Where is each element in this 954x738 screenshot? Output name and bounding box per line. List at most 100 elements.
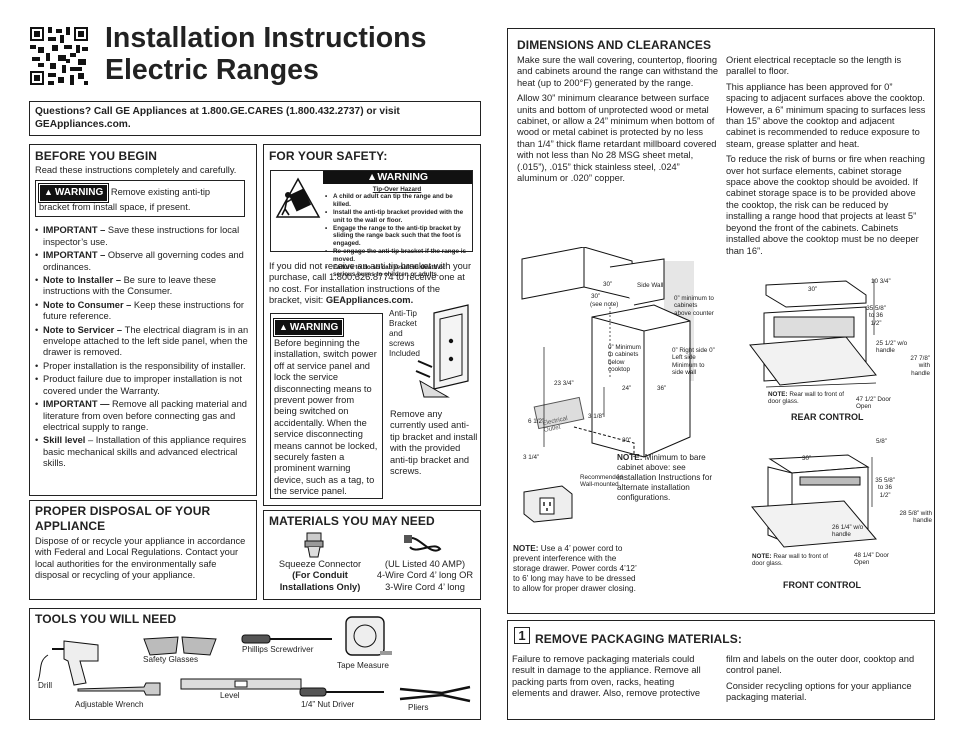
note2-text: Use a 4’ power cord to prevent interfere…	[513, 544, 637, 593]
label-30b: 30”	[591, 293, 601, 300]
dim-note-1: NOTE: Minimum to bare cabinet above: see…	[617, 453, 717, 503]
front-note-text: Rear wall to front of door glass.	[752, 553, 828, 568]
cord-line-2: 4-Wire Cord 4’ long OR	[376, 570, 474, 581]
front-note-lead: NOTE:	[752, 553, 772, 560]
remove-bracket-caption: Remove any currently used anti-tip brack…	[390, 409, 478, 477]
cord-caption: (UL Listed 40 AMP) 4-Wire Cord 4’ long O…	[370, 559, 480, 593]
before-heading: BEFORE YOU BEGIN	[35, 149, 158, 163]
warning-badge: ▲WARNING	[272, 318, 345, 337]
front-control-label: FRONT CONTROL	[783, 580, 861, 590]
disposal-heading: PROPER DISPOSAL OF YOUR APPLIANCE	[35, 504, 211, 533]
drill-label: Drill	[38, 681, 53, 690]
rear-25: 25 1/2” w/o handle	[876, 340, 908, 355]
warning-triangle-icon: ▲	[44, 187, 53, 198]
cord-line-3: 3-Wire Cord 4’ long	[385, 581, 465, 592]
drill-icon	[36, 631, 106, 689]
tape-label: Tape Measure	[337, 661, 389, 670]
packaging-col2: film and labels on the outer door, cookt…	[726, 654, 928, 704]
front-28: 28 5/8” with handle	[899, 510, 932, 525]
disposal-text: Dispose of or recycle your appliance in …	[35, 536, 246, 581]
label-6: 6 1/2”	[528, 418, 545, 425]
before-list-item: Proper installation is the responsibilit…	[35, 361, 251, 373]
power-warning-label: WARNING	[289, 322, 339, 333]
front-26: 26 1/4” w/o handle	[832, 524, 864, 539]
bracket-link[interactable]: GEAppliances.com.	[325, 295, 414, 306]
label-zero-below: 0” Minimum to cabinets below cooktop	[608, 344, 641, 374]
dimensions-panel: DIMENSIONS AND CLEARANCES Make sure the …	[507, 28, 935, 614]
label-side-wall: Side Wall	[637, 282, 664, 289]
questions-line-2[interactable]: GEAppliances.com.	[35, 119, 131, 130]
before-list-item: IMPORTANT – Observe all governing codes …	[35, 250, 251, 273]
dim-col1-p2: Allow 30” minimum clearance between surf…	[517, 93, 717, 184]
qr-code	[30, 27, 88, 85]
cabinet-clearance-diagram	[514, 246, 744, 509]
before-list-item: Product failure due to improper installa…	[35, 374, 251, 397]
title-line-2: Electric Ranges	[105, 54, 319, 86]
before-list-item: IMPORTANT – Save these instructions for …	[35, 225, 251, 248]
before-list-item: Note to Servicer – The electrical diagra…	[35, 325, 251, 359]
front-48: 48 1/4” Door Open	[854, 552, 890, 567]
hazard-item: Engage the range to the anti-tip bracket…	[325, 225, 469, 247]
warning-text-b: bracket from install space, if present.	[39, 201, 191, 212]
before-item-lead: IMPORTANT –	[43, 250, 108, 261]
questions-line-1: Questions? Call GE Appliances at 1.800.G…	[35, 106, 400, 117]
power-warning-box: ▲WARNING Before beginning the installati…	[270, 313, 383, 499]
anti-tip-caption: Anti-Tip Bracket and screws Included	[389, 309, 420, 358]
packaging-col1: Failure to remove packaging materials co…	[512, 654, 701, 699]
tip-over-warning-box: ▲WARNING Tip-Over Hazard A child or adul…	[270, 170, 473, 278]
note2-lead: NOTE:	[513, 544, 539, 553]
label-zero-right: 0” Right side 0” Left side Minimum to si…	[672, 347, 715, 377]
before-list-item: IMPORTANT — Remove all packing material …	[35, 399, 251, 433]
pack-col2-p1: film and labels on the outer door, cookt…	[726, 654, 915, 676]
before-item-lead: IMPORTANT –	[43, 225, 108, 236]
before-item-text: Keep these instructions for future refer…	[43, 299, 244, 322]
rear-control-range-diagram	[746, 275, 896, 395]
warning-triangle-icon: ▲	[366, 171, 378, 183]
tape-measure-icon	[342, 613, 392, 661]
power-cord-icon	[404, 531, 444, 559]
squeeze-connector-icon	[300, 531, 328, 559]
rear-30: 30”	[808, 286, 818, 293]
questions-box: Questions? Call GE Appliances at 1.800.G…	[29, 101, 481, 136]
title-line-1: Installation Instructions	[105, 22, 427, 54]
hazard-title: Tip-Over Hazard	[372, 186, 422, 193]
dimensions-col1: Make sure the wall covering, countertop,…	[517, 55, 719, 184]
pliers-label: Pliers	[408, 703, 429, 712]
label-3-8: 3 1/8”	[588, 413, 605, 420]
before-item-text: Be sure to leave these instructions with…	[43, 275, 217, 297]
packaging-heading: REMOVE PACKAGING MATERIALS:	[535, 632, 742, 646]
safety-heading: FOR YOUR SAFETY:	[269, 149, 388, 163]
bracket-text: If you did not receive an anti-tip brack…	[269, 261, 472, 306]
adjustable-wrench-icon	[74, 679, 164, 699]
disposal-panel: PROPER DISPOSAL OF YOUR APPLIANCE Dispos…	[29, 500, 257, 600]
wrench-label: Adjustable Wrench	[75, 700, 144, 709]
remove-bracket-warning: ▲WARNING Remove existing anti-tip bracke…	[35, 180, 245, 218]
before-item-lead: Skill level	[43, 435, 86, 446]
wall-receptacle-image	[522, 484, 574, 524]
bracket-info: If you did not receive an anti-tip brack…	[269, 261, 475, 307]
dim-note-2: NOTE: Use a 4’ power cord to prevent int…	[513, 544, 637, 594]
screwdriver-label: Phillips Screwdriver	[242, 645, 314, 654]
label-3-4: 3 1/4”	[523, 454, 540, 461]
safety-panel: FOR YOUR SAFETY: ▲WARNING Tip-Over Hazar…	[263, 144, 481, 506]
tip-over-hazard-icon	[275, 177, 321, 218]
nut-driver-icon	[298, 685, 388, 699]
hazard-item: Failure to do so can result in death or …	[325, 264, 469, 279]
before-intro: Read these instructions completely and c…	[35, 165, 237, 175]
safety-glasses-icon	[140, 631, 220, 659]
before-item-text: Save these instructions for local inspec…	[43, 225, 240, 247]
hazard-item: Re-engage the anti-tip bracket if the ra…	[325, 248, 469, 263]
label-zero-counter: 0” minimum to cabinets above counter	[674, 295, 714, 317]
safety-warning-label: WARNING	[377, 171, 429, 183]
before-list-item: Note to Consumer – Keep these instructio…	[35, 300, 251, 323]
hazard-item: Install the anti-tip bracket provided wi…	[325, 209, 469, 224]
before-item-text: – Installation of this appliance require…	[43, 435, 247, 469]
tools-panel: TOOLS YOU WILL NEED Drill Safety Glasses…	[29, 608, 481, 720]
anti-tip-bracket-image	[414, 301, 474, 401]
note1-text: Minimum to bare cabinet above: see Insta…	[617, 453, 713, 502]
squeeze-line-2: (For Conduit	[292, 570, 348, 581]
label-23: 23 3/4”	[554, 380, 574, 387]
before-item-lead: Note to Consumer –	[43, 299, 134, 310]
before-item-text: Observe all governing codes and ordinanc…	[43, 250, 244, 272]
warning-triangle-icon: ▲	[279, 322, 288, 332]
